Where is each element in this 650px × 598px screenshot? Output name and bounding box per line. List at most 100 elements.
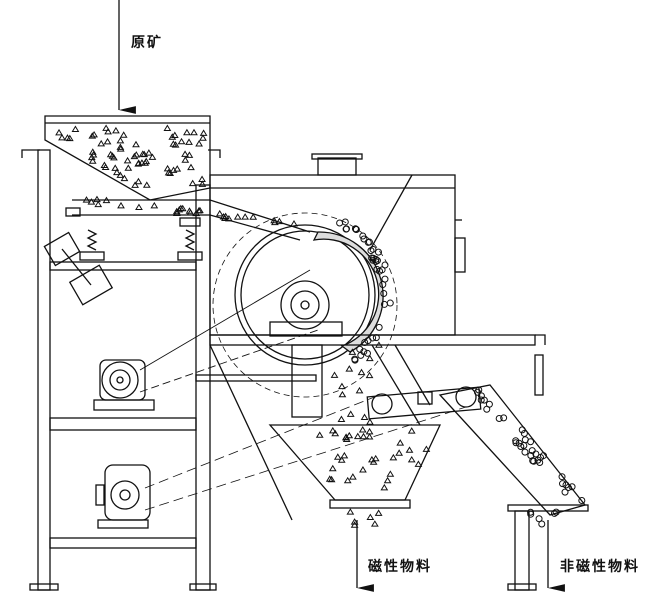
ore-particle [342, 433, 351, 440]
ore-particle [345, 431, 354, 439]
ore-particle [186, 208, 195, 216]
ore-particle [371, 454, 380, 462]
lower-deck [209, 334, 546, 521]
ore-particle [171, 141, 180, 148]
ore-particle [336, 219, 344, 227]
ore-particle [275, 217, 284, 225]
ore-particle [365, 432, 374, 440]
ore-particle [474, 388, 482, 396]
ore-particle [112, 126, 120, 134]
ore-particle [568, 483, 576, 491]
ore-particle [181, 156, 190, 163]
ore-particle [372, 334, 380, 342]
ore-particle [111, 164, 120, 171]
ore-particle [71, 125, 80, 132]
ore-particle [195, 140, 203, 147]
ore-particle [340, 451, 349, 459]
ore-particle [363, 349, 371, 357]
ore-particle [374, 509, 383, 516]
ore-particle [359, 466, 367, 473]
ore-particle [173, 165, 182, 172]
ore-particle [198, 180, 207, 187]
ore-particle [370, 520, 379, 527]
ore-particle [346, 410, 355, 417]
ore-particle [477, 396, 485, 404]
ore-particle [144, 149, 153, 156]
ore-particle [528, 447, 536, 455]
ore-particle [343, 476, 352, 484]
ore-particles [55, 124, 586, 528]
ore-particle [517, 443, 525, 451]
ore-particle [352, 225, 360, 233]
ore-particle [142, 181, 151, 188]
ore-particle [120, 174, 129, 182]
ore-particle [97, 139, 106, 147]
ore-particle [325, 475, 334, 482]
ore-particle [124, 164, 133, 171]
ore-particle [148, 153, 157, 160]
ore-particle [116, 136, 125, 144]
ore-particle [386, 299, 394, 307]
ore-particle [315, 431, 324, 438]
ore-particle [552, 508, 560, 516]
ore-particle [131, 181, 139, 188]
ore-particle [88, 132, 97, 139]
ore-particle [351, 356, 359, 364]
ore-particle [353, 432, 362, 440]
ore-particle [177, 137, 186, 145]
ore-particle [63, 134, 72, 141]
ore-particle [366, 513, 375, 521]
ore-particle [188, 179, 197, 187]
ore-particle [88, 148, 97, 155]
ore-particle [375, 323, 383, 331]
ore-particle [181, 150, 189, 157]
ore-particle [102, 196, 111, 204]
ore-particle [348, 348, 357, 355]
ore-particle [187, 163, 195, 171]
ore-particle [367, 247, 375, 255]
ore-particle [338, 382, 346, 390]
ore-particle [93, 195, 101, 203]
feeder-motor [95, 464, 151, 529]
ore-particle [360, 413, 369, 420]
belt-drive [139, 269, 482, 511]
ore-particle [366, 418, 374, 425]
ore-particle [558, 473, 566, 481]
ore-particle [135, 203, 143, 211]
ore-particle [168, 133, 177, 140]
ore-particle [163, 124, 172, 132]
feed-label: 原矿 [131, 35, 163, 51]
ore-particle [375, 341, 383, 348]
ore-particle [578, 496, 586, 504]
ore-particle [559, 480, 567, 488]
ore-particle [337, 415, 346, 422]
ore-particle [116, 171, 125, 178]
ore-particle [380, 483, 389, 491]
ore-particle [369, 334, 377, 342]
ore-particle [112, 168, 121, 176]
ore-particle [104, 127, 112, 135]
ore-particle [172, 209, 181, 217]
ore-particle [221, 214, 229, 222]
ore-particle [364, 238, 372, 246]
ore-particle [116, 143, 125, 150]
ore-particle [396, 439, 405, 446]
ore-particle [185, 151, 194, 158]
ore-particle [521, 436, 529, 444]
ore-particle [169, 140, 178, 147]
ore-particle [357, 368, 366, 376]
ore-particle [327, 475, 336, 483]
ore-particle [225, 214, 233, 222]
ore-particle [348, 473, 357, 480]
ore-particle [130, 152, 139, 160]
ore-particle [87, 153, 96, 161]
ore-particle [199, 129, 208, 136]
ore-particle [233, 213, 242, 220]
ore-particle [359, 432, 368, 440]
left-frame [21, 149, 217, 591]
ore-particle [241, 213, 250, 220]
ore-particle [328, 426, 337, 434]
ore-particle [87, 198, 96, 205]
ore-particle [527, 508, 535, 516]
